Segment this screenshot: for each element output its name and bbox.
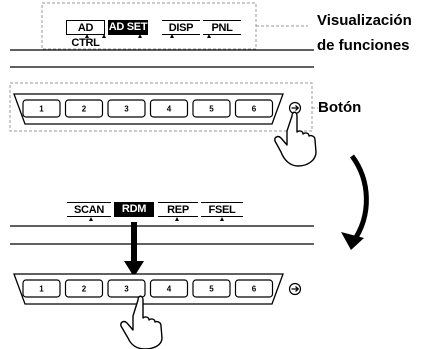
top-preset-button-label: 5 (209, 105, 214, 114)
down-arrow-icon (124, 222, 144, 277)
bottom-function-ticks (89, 217, 224, 221)
bottom-preset-button-2[interactable]: 2 (66, 280, 103, 297)
function-label-scan: SCAN (67, 202, 111, 217)
bottom-preset-button-label: 3 (124, 285, 129, 294)
top-preset-button-label: 4 (167, 105, 172, 114)
function-label-ad-set: AD SET (108, 20, 148, 35)
bottom-preset-button-5[interactable]: 5 (193, 280, 230, 297)
function-label-disp: DISP (162, 20, 200, 35)
top-preset-button-6[interactable]: 6 (236, 100, 273, 117)
top-preset-button-5[interactable]: 5 (193, 100, 230, 117)
top-preset-button-label: 6 (252, 105, 257, 114)
top-preset-button-label: 2 (82, 105, 87, 114)
top-preset-button-label: 3 (124, 105, 129, 114)
bottom-preset-button-label: 5 (209, 285, 214, 294)
top-preset-button-3[interactable]: 3 (108, 100, 145, 117)
top-preset-button-2[interactable]: 2 (66, 100, 103, 117)
function-label-fsel: FSEL (201, 202, 243, 217)
bottom-preset-button-label: 4 (167, 285, 172, 294)
callout-button: Botón (318, 100, 361, 115)
function-label-rep: REP (158, 202, 198, 217)
bottom-preset-button-label: 1 (39, 285, 44, 294)
bottom-preset-button-label: 6 (252, 285, 257, 294)
callout-function-display-line1: Visualización (317, 13, 412, 28)
function-label-rdm: RDM (114, 202, 154, 217)
bottom-preset-button-6[interactable]: 6 (236, 280, 273, 297)
bottom-preset-button-3[interactable]: 3 (108, 280, 145, 297)
top-preset-button-4[interactable]: 4 (151, 100, 188, 117)
circled-arrow-icon[interactable] (290, 284, 301, 295)
hand-pointer-icon (275, 112, 316, 166)
bottom-preset-button-1[interactable]: 1 (23, 280, 60, 297)
bottom-preset-button-label: 2 (82, 285, 87, 294)
top-preset-button-label: 1 (39, 105, 44, 114)
function-label-pnl: PNL (203, 20, 241, 35)
top-preset-button-1[interactable]: 1 (23, 100, 60, 117)
curved-arrow-icon (341, 156, 366, 250)
bottom-preset-button-4[interactable]: 4 (151, 280, 188, 297)
callout-function-display-line2: de funciones (317, 38, 410, 53)
function-label-ad-ctrl: AD CTRL (66, 20, 105, 35)
